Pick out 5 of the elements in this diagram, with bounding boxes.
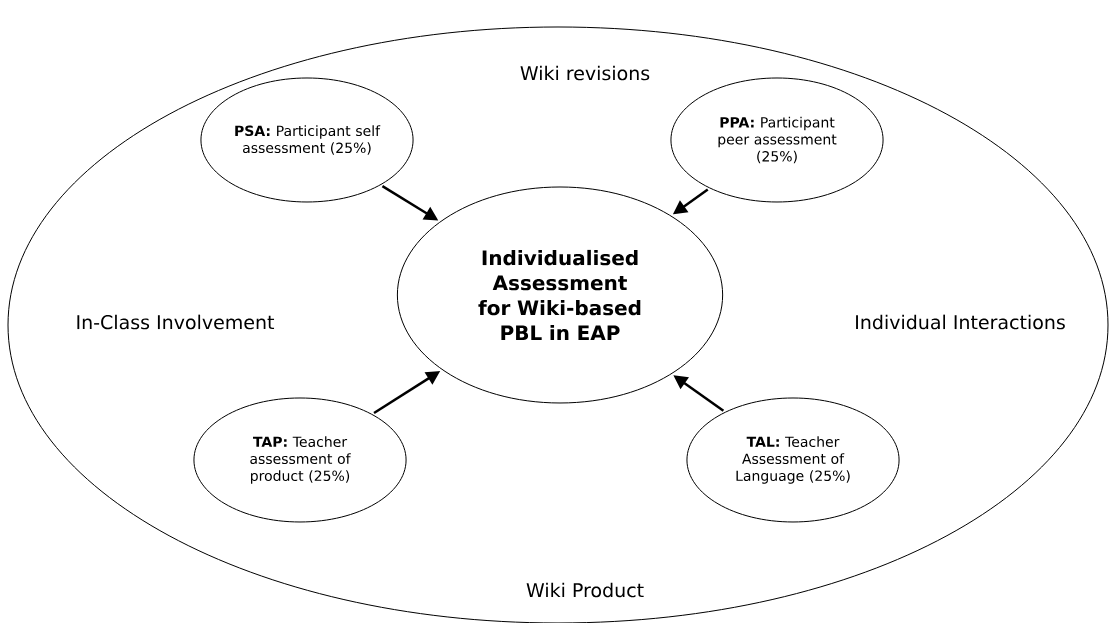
- outer-ellipse: [7, 26, 1109, 623]
- region-label: Wiki Product: [526, 582, 644, 598]
- region-label: Wiki revisions: [520, 65, 650, 81]
- region-label: In-Class Involvement: [77, 314, 275, 330]
- region-label: Individual Interactions: [856, 314, 1065, 330]
